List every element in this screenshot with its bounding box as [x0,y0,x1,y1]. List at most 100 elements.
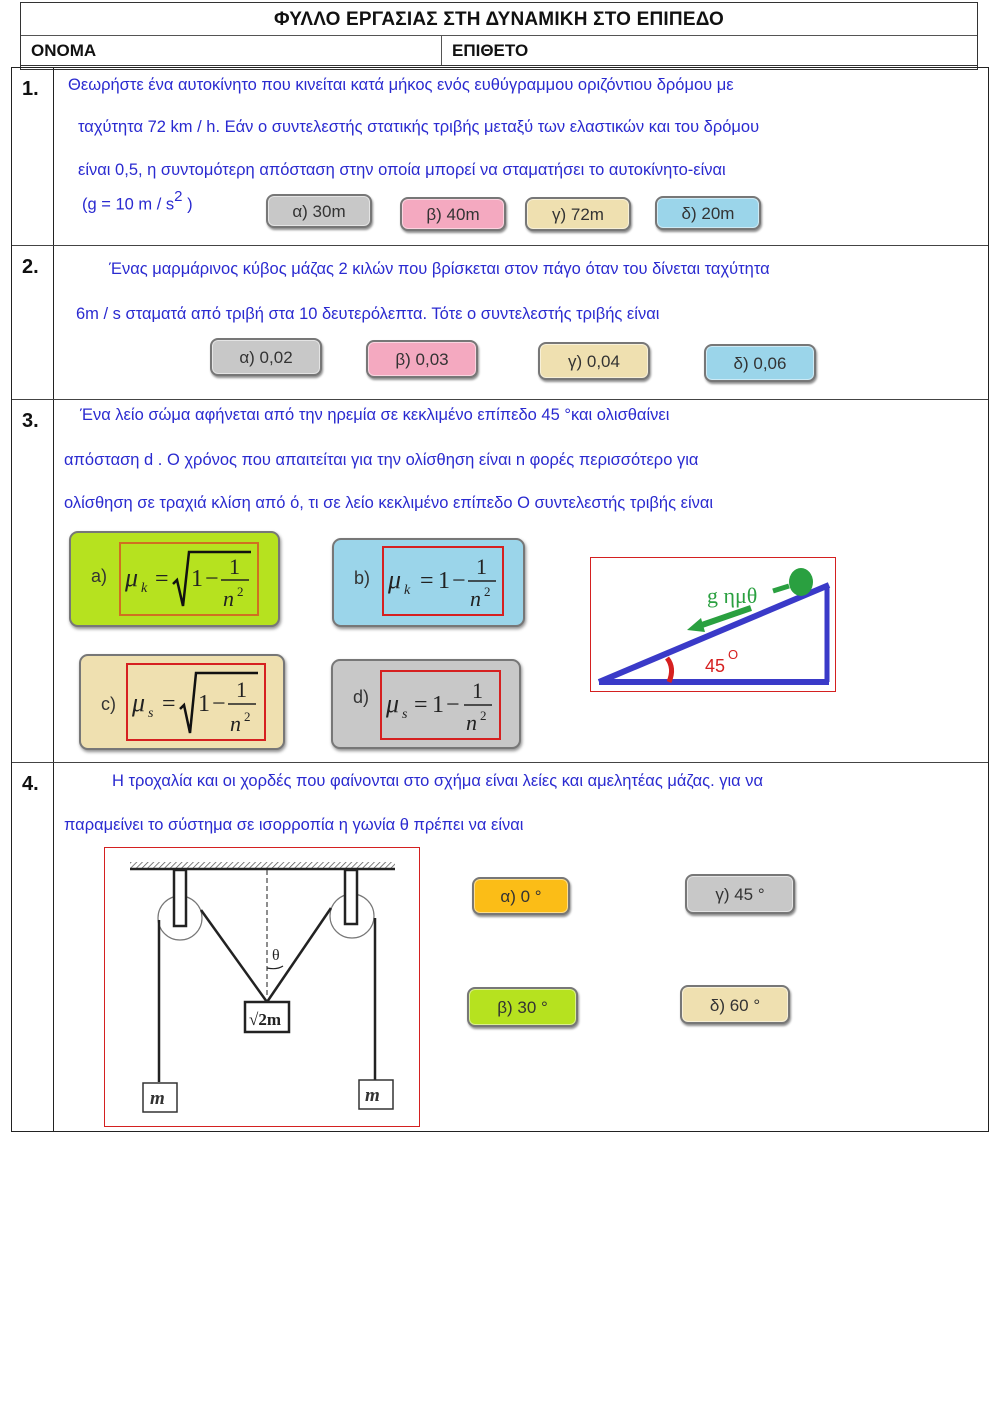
header-divider [21,66,977,70]
formula-sqrt-mu-k: μ k = 1 − 1 n 2 [119,542,259,616]
formula-graphic: μ k = 1 − 1 n 2 [124,550,251,611]
worksheet-header: ΦΥΛΛΟ ΕΡΓΑΣΙΑΣ ΣΤΗ ΔΥΝΑΜΙΚΗ ΣΤΟ ΕΠΙΠΕΔΟ … [20,2,978,70]
option-b-button[interactable]: β) 30 ° [467,987,578,1027]
svg-text:1: 1 [472,678,483,703]
pulley-figure: θ √2m m m [130,862,395,1113]
svg-text:n: n [466,710,477,735]
arrow-head-icon [687,618,705,632]
question-4: 4. Η τροχαλία και οι χορδές που φαίνοντα… [12,763,988,1131]
svg-text:=: = [155,566,169,592]
question-number: 4. [12,763,54,1131]
svg-text:s: s [402,707,408,722]
question-text-line: παραμείνει το σύστημα σε ισορροπία η γων… [64,816,524,834]
question-text-line: 6m / s σταματά από τριβή στα 10 δευτερόλ… [76,305,660,323]
svg-text:45: 45 [705,656,725,676]
option-d-button[interactable]: δ) 60 ° [680,985,790,1024]
svg-text:1: 1 [191,566,203,592]
svg-text:μ: μ [385,689,399,718]
svg-text:2: 2 [484,584,491,599]
question-body: Ένα λείο σώμα αφήνεται από την ηρεμία σε… [54,400,988,762]
question-text-line: Ένα λείο σώμα αφήνεται από την ηρεμία σε… [80,406,670,424]
formula-mu-k: μ k = 1 − 1 n 2 [382,546,504,616]
gravity-note: (g = 10 m / s2 ) [82,188,193,214]
ceiling [130,862,395,868]
svg-text:1: 1 [476,554,487,579]
svg-text:μ: μ [131,688,145,717]
formula-graphic: μ k = 1 − 1 n 2 [387,554,496,611]
svg-text:O: O [728,647,738,662]
svg-text:1: 1 [198,691,210,717]
student-info-row: ΟΝΟΜΑ ΕΠΙΘΕΤΟ [21,36,977,66]
question-body: Θεωρήστε ένα αυτοκίνητο που κινείται κατ… [54,68,988,245]
option-b-button[interactable]: b) μ k = 1 − 1 n 2 [332,538,525,627]
svg-text:μ: μ [124,563,138,592]
svg-text:1: 1 [432,692,444,718]
question-text-line: Ένας μαρμάρινος κύβος μάζας 2 κιλών που … [109,260,770,278]
option-a-button[interactable]: a) μ k = 1 − 1 n 2 [69,531,280,627]
questions-table: 1. Θεωρήστε ένα αυτοκίνητο που κινείται … [11,67,989,1132]
question-text-line: Θεωρήστε ένα αυτοκίνητο που κινείται κατ… [68,76,734,94]
svg-text:√2m: √2m [249,1010,281,1029]
formula-graphic: μ s = 1 − 1 n 2 [385,678,492,735]
option-a-button[interactable]: α) 0 ° [472,877,570,915]
svg-text:2: 2 [237,584,244,599]
question-text-line: ταχύτητα 72 km / h. Εάν ο συντελεστής στ… [78,118,760,136]
svg-text:θ: θ [272,947,280,964]
svg-text:n: n [230,711,241,736]
angle-arc-icon [664,656,675,683]
question-text-line: είναι 0,5, η συντομότερη απόσταση στην ο… [78,161,726,179]
svg-text:1: 1 [236,677,247,702]
question-body: Ένας μαρμάρινος κύβος μάζας 2 κιλών που … [54,246,988,399]
question-text-line: Η τροχαλία και οι χορδές που φαίνονται σ… [112,772,764,790]
option-d-button[interactable]: δ) 20m [655,196,761,230]
svg-text:m: m [150,1088,165,1109]
question-body: Η τροχαλία και οι χορδές που φαίνονται σ… [54,763,988,1131]
svg-text:=: = [414,692,428,718]
option-c-button[interactable]: γ) 72m [525,197,631,231]
option-c-button[interactable]: γ) 0,04 [538,342,650,380]
question-number: 2. [12,246,54,399]
option-b-button[interactable]: β) 0,03 [366,340,478,378]
svg-text:1: 1 [438,568,450,594]
ball-icon [789,568,813,596]
question-1: 1. Θεωρήστε ένα αυτοκίνητο που κινείται … [12,68,988,246]
option-a-button[interactable]: α) 30m [266,194,372,228]
svg-text:μ: μ [387,565,401,594]
question-number: 1. [12,68,54,245]
name-label: ΟΝΟΜΑ [31,41,97,60]
svg-text:k: k [141,581,148,596]
formula-sqrt-mu-s: μ s = 1 − 1 n 2 [126,663,266,741]
svg-text:=: = [162,691,176,717]
svg-text:m: m [365,1085,380,1106]
svg-text:−: − [446,692,460,718]
svg-text:1: 1 [229,554,240,579]
svg-text:g ημθ: g ημθ [707,583,757,608]
surname-label: ΕΠΙΘΕΤΟ [452,41,529,60]
svg-text:n: n [223,586,234,611]
option-c-button[interactable]: γ) 45 ° [685,874,795,914]
svg-text:=: = [420,568,434,594]
right-mass-block [358,1079,394,1110]
option-d-button[interactable]: d) μ s = 1 − 1 n 2 [331,659,521,749]
question-3: 3. Ένα λείο σώμα αφήνεται από την ηρεμία… [12,400,988,763]
pulley-diagram: θ √2m m m [104,847,420,1127]
name-field[interactable]: ΟΝΟΜΑ [21,36,442,65]
question-text-line: ολίσθηση σε τραχιά κλίση από ό, τι σε λε… [64,494,714,512]
option-a-button[interactable]: α) 0,02 [210,338,322,376]
svg-text:2: 2 [480,708,487,723]
question-2: 2. Ένας μαρμάρινος κύβος μάζας 2 κιλών π… [12,246,988,400]
inclined-plane-diagram: g ημθ 45 O [590,557,836,692]
svg-text:−: − [452,568,466,594]
formula-graphic: μ s = 1 − 1 n 2 [131,671,258,736]
left-mass-block [142,1082,178,1113]
option-c-button[interactable]: c) μ s = 1 − 1 n 2 [79,654,285,750]
center-mass-block [243,1000,291,1034]
question-number: 3. [12,400,54,762]
option-b-button[interactable]: β) 40m [400,197,506,231]
surname-field[interactable]: ΕΠΙΘΕΤΟ [442,36,977,65]
option-d-button[interactable]: δ) 0,06 [704,344,816,382]
svg-text:−: − [205,566,219,592]
incline-figure: g ημθ 45 O [597,568,831,685]
worksheet-title: ΦΥΛΛΟ ΕΡΓΑΣΙΑΣ ΣΤΗ ΔΥΝΑΜΙΚΗ ΣΤΟ ΕΠΙΠΕΔΟ [21,3,977,36]
question-text-line: απόσταση d . Ο χρόνος που απαιτείται για… [64,451,699,469]
